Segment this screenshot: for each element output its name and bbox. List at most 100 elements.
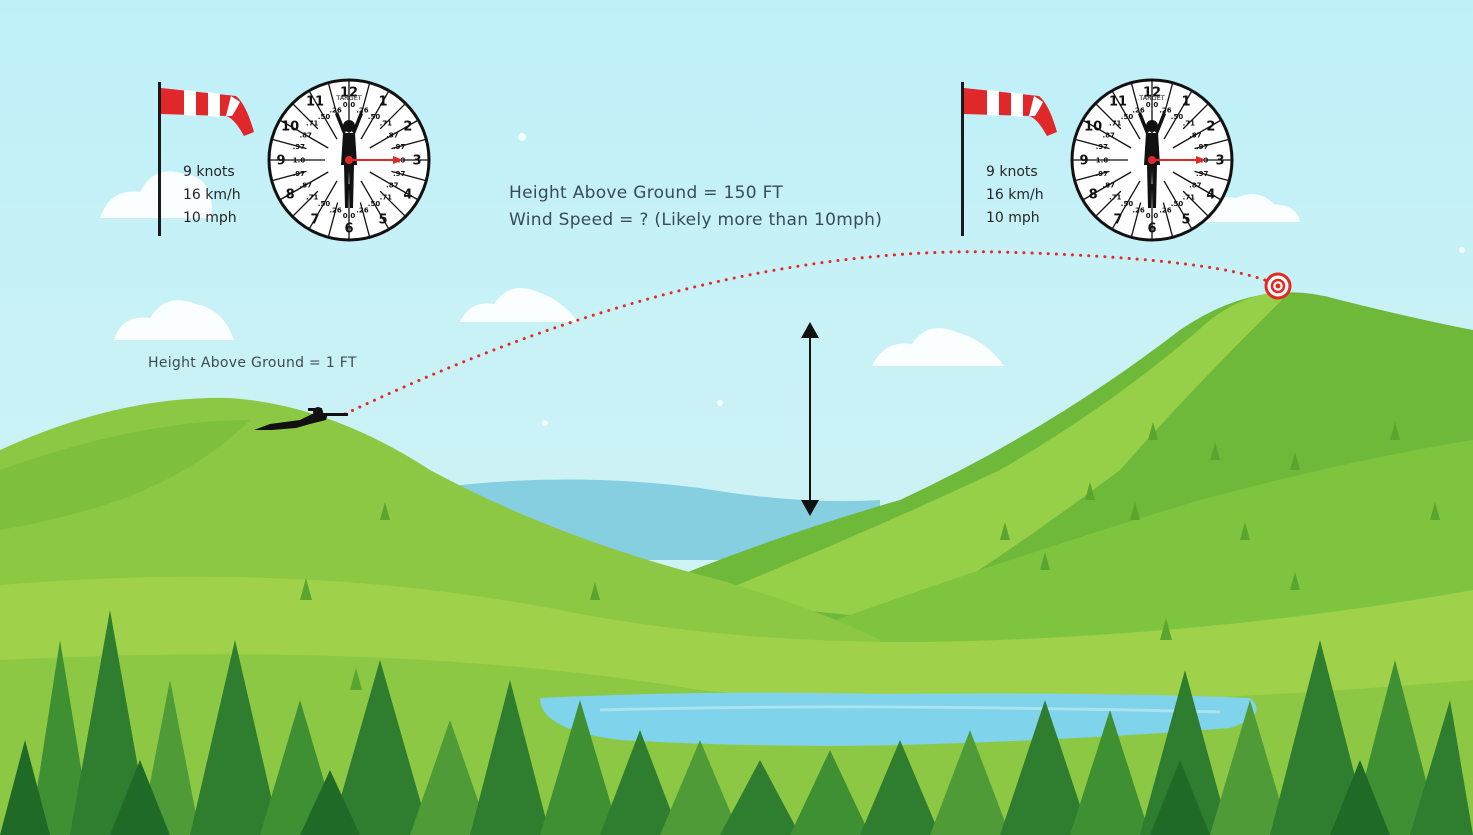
person-silhouette-icon [1138, 112, 1166, 208]
wind-mph: 10 mph [986, 210, 1040, 226]
dial-value-label: .87 [1102, 182, 1115, 190]
sparkle [518, 133, 526, 141]
dial-value-label: .87 [299, 132, 312, 140]
dial-value-label: .71 [1183, 193, 1196, 201]
pine-tree [70, 610, 150, 835]
dial-value-label: .97 [1196, 143, 1209, 151]
dial-value-label: .26 [329, 106, 342, 114]
dial-spoke [1111, 90, 1141, 140]
pine-tree [1070, 710, 1150, 835]
cloud [460, 288, 578, 322]
dial-value-label: .50 [1121, 113, 1134, 121]
sniper-silhouette [254, 407, 348, 430]
wind-knots: 9 knots [986, 164, 1038, 180]
dial-spoke [327, 202, 339, 238]
dial-value-label: .50 [368, 200, 381, 208]
dial-value-label: .26 [356, 106, 369, 114]
dial-value-label: .26 [1159, 106, 1172, 114]
dial-value-label: .50 [1171, 200, 1184, 208]
distant-trees [300, 422, 1440, 690]
small-tree [1430, 502, 1440, 520]
cloud [872, 328, 1004, 366]
dial-hour-label: 4 [1206, 188, 1215, 203]
dial-spoke [359, 82, 371, 118]
pine-tree [110, 760, 170, 835]
dial-value-label: .71 [306, 193, 319, 201]
dial-value-label: .50 [1121, 200, 1134, 208]
dial-spoke [1162, 82, 1174, 118]
small-tree [300, 578, 312, 600]
pine-tree [0, 740, 50, 835]
dial-spoke [1194, 170, 1230, 182]
shooter-height-label: Height Above Ground = 1 FT [148, 355, 357, 371]
pine-tree [1150, 760, 1210, 835]
dial-value-label: .97 [1096, 143, 1109, 151]
dial-spoke [391, 170, 427, 182]
pine-tree [790, 750, 870, 835]
dial-spoke [359, 202, 371, 238]
pine-tree [300, 770, 360, 835]
target-height-label: Height Above Ground = 150 FT [509, 183, 784, 203]
dial-hour-label: 4 [403, 188, 412, 203]
small-tree [1130, 502, 1140, 520]
dial-value-label: .26 [1132, 106, 1145, 114]
dial-spoke [1111, 180, 1141, 230]
small-tree [1085, 482, 1095, 500]
dial-spoke [271, 170, 307, 182]
dial-spoke [1163, 180, 1193, 230]
dial-spoke [1094, 102, 1122, 130]
dial-hour-label: 8 [1089, 188, 1098, 203]
lake-highlight [599, 705, 1221, 714]
dial-spoke [279, 171, 329, 201]
dial-hour-label: 3 [1215, 154, 1224, 169]
dial-value-label: .97 [1096, 170, 1109, 178]
dial-value-label: .50 [318, 113, 331, 121]
dial-hour-label: 1 [378, 95, 387, 110]
dial-value-label: .71 [380, 120, 393, 128]
dial-spoke [360, 180, 390, 230]
person-silhouette-icon [335, 112, 363, 208]
dial-value-label: .97 [293, 170, 306, 178]
dial-hour-label: 5 [1181, 212, 1190, 227]
dial-hour-label: 5 [378, 212, 387, 227]
dial-spoke [1130, 82, 1142, 118]
dial-center [1148, 156, 1156, 164]
small-tree [1160, 618, 1172, 640]
dial-value-label: .97 [1196, 170, 1209, 178]
pine-tree [140, 680, 200, 835]
dial-hour-label: 12 [1143, 86, 1161, 101]
dial-value-label: .87 [386, 182, 399, 190]
dial-value-label: .87 [1189, 182, 1202, 190]
dial-value-label: .26 [329, 207, 342, 215]
dial-spoke [1172, 171, 1222, 201]
pine-tree [1000, 700, 1090, 835]
bullet-trajectory [343, 250, 1272, 416]
dial-value-label: .71 [306, 120, 319, 128]
dial-spoke [1082, 119, 1132, 149]
small-tree [1000, 522, 1010, 540]
dial-spoke [1163, 90, 1193, 140]
pine-tree [1140, 670, 1230, 835]
windsock-icon [158, 82, 254, 236]
dial-spoke [391, 138, 427, 150]
pine-tree [330, 660, 430, 835]
cloud [114, 300, 234, 340]
wind-kmh: 16 km/h [986, 187, 1044, 203]
dial-spoke [271, 138, 307, 150]
right-hill-highlight [700, 291, 1290, 620]
dial-spoke [291, 190, 319, 218]
small-tree [1390, 422, 1400, 440]
dial-value-label: .97 [393, 143, 406, 151]
pine-tree [930, 730, 1010, 835]
small-tree [590, 582, 600, 600]
dial-value-label: .87 [299, 182, 312, 190]
small-tree [1290, 452, 1300, 470]
windsock-icon [961, 82, 1057, 236]
dial-value-label: .71 [1109, 193, 1122, 201]
dial-spoke [1094, 190, 1122, 218]
dial-value-label: .26 [1159, 207, 1172, 215]
dial-spoke [1074, 170, 1110, 182]
dial-spoke [308, 180, 338, 230]
